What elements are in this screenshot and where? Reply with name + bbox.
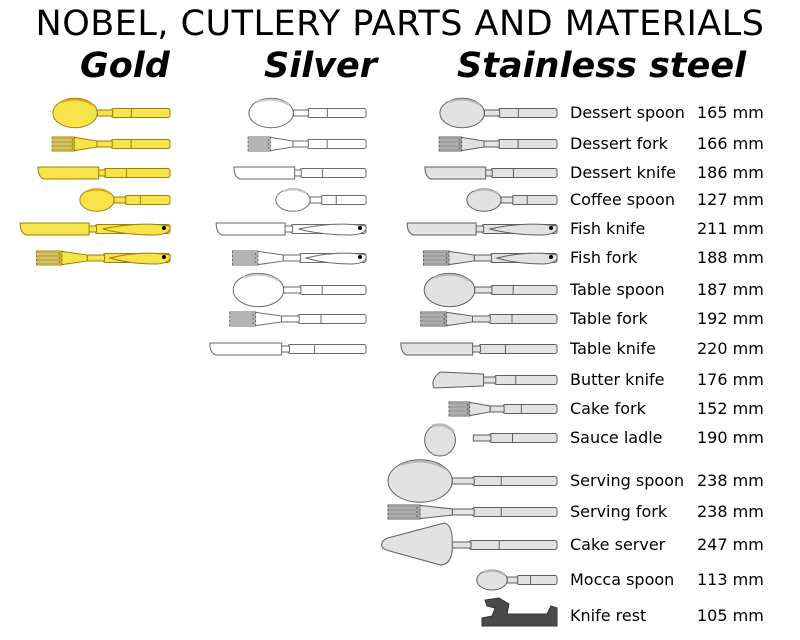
steel-table-knife-icon (400, 342, 558, 356)
part-name: Table spoon (570, 280, 665, 299)
steel-cake-server-icon (381, 522, 558, 566)
gold-dessert-knife-icon (37, 166, 171, 180)
part-name: Mocca spoon (570, 570, 675, 589)
silver-fish-knife-icon (215, 222, 367, 236)
steel-table-fork-icon (420, 311, 558, 327)
part-name: Table fork (570, 309, 648, 328)
part-length: 127 mm (697, 190, 764, 209)
silver-fish-fork-icon (232, 250, 367, 266)
part-length: 165 mm (697, 103, 764, 122)
gold-fish-fork-icon (36, 250, 171, 266)
part-name: Dessert knife (570, 163, 676, 182)
steel-dessert-fork-icon (438, 136, 558, 152)
part-length: 166 mm (697, 134, 764, 153)
page-title: NOBEL, CUTLERY PARTS AND MATERIALS (35, 4, 765, 44)
silver-dessert-knife-icon (233, 166, 367, 180)
part-name: Fish knife (570, 219, 646, 238)
part-name: Serving fork (570, 502, 668, 521)
part-length: 152 mm (697, 399, 764, 418)
steel-serving-spoon-icon (387, 459, 558, 503)
part-length: 187 mm (697, 280, 764, 299)
part-length: 113 mm (697, 570, 764, 589)
steel-sauce-ladle-icon (424, 423, 558, 457)
steel-cake-fork-icon (448, 401, 558, 417)
steel-fish-fork-icon (423, 250, 558, 266)
steel-butter-knife-icon (432, 371, 558, 389)
part-length: 188 mm (697, 248, 764, 267)
part-name: Butter knife (570, 370, 665, 389)
part-length: 220 mm (697, 339, 764, 358)
silver-dessert-fork-icon (247, 136, 367, 152)
steel-table-spoon-icon (423, 272, 558, 308)
column-header-stainless-steel: Stainless steel (457, 46, 747, 86)
column-header-gold: Gold (80, 46, 170, 86)
part-length: 238 mm (697, 502, 764, 521)
part-name: Dessert fork (570, 134, 668, 153)
gold-fish-knife-icon (19, 222, 171, 236)
part-name: Sauce ladle (570, 428, 663, 447)
part-length: 247 mm (697, 535, 764, 554)
steel-knife-rest-icon (481, 597, 558, 627)
steel-fish-knife-icon (406, 222, 558, 236)
gold-dessert-fork-icon (51, 136, 171, 152)
gold-coffee-spoon-icon (79, 188, 171, 212)
silver-table-spoon-icon (232, 272, 367, 308)
part-length: 211 mm (697, 219, 764, 238)
steel-mocca-spoon-icon (476, 569, 558, 591)
part-name: Fish fork (570, 248, 638, 267)
silver-table-fork-icon (229, 311, 367, 327)
gold-dessert-spoon-icon (52, 97, 171, 129)
steel-dessert-spoon-icon (439, 97, 558, 129)
part-name: Dessert spoon (570, 103, 685, 122)
part-name: Serving spoon (570, 471, 685, 490)
part-name: Knife rest (570, 606, 647, 625)
part-name: Coffee spoon (570, 190, 675, 209)
silver-coffee-spoon-icon (275, 188, 367, 212)
part-length: 186 mm (697, 163, 764, 182)
column-header-silver: Silver (264, 46, 378, 86)
part-length: 176 mm (697, 370, 764, 389)
part-length: 192 mm (697, 309, 764, 328)
part-length: 190 mm (697, 428, 764, 447)
part-length: 105 mm (697, 606, 764, 625)
steel-coffee-spoon-icon (466, 188, 558, 212)
steel-dessert-knife-icon (424, 166, 558, 180)
part-name: Table knife (570, 339, 656, 358)
silver-table-knife-icon (209, 342, 367, 356)
part-length: 238 mm (697, 471, 764, 490)
silver-dessert-spoon-icon (248, 97, 367, 129)
part-name: Cake fork (570, 399, 646, 418)
part-name: Cake server (570, 535, 666, 554)
steel-serving-fork-icon (387, 504, 558, 520)
